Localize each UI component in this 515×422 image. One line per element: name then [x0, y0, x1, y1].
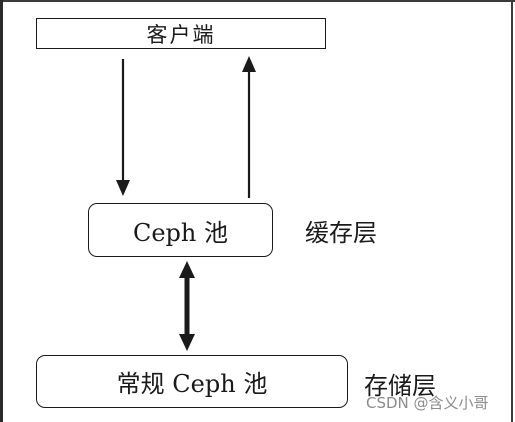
cache-tier-label: 缓存层: [305, 219, 377, 247]
frame-top-edge: [0, 0, 515, 2]
base-pool-label: 常规 Ceph 池: [116, 370, 268, 398]
client-label: 客户端: [146, 22, 216, 47]
arrow-client-to-cache: [116, 59, 130, 196]
base-pool-box: 常规 Ceph 池: [36, 355, 348, 408]
frame-left-edge: [0, 0, 3, 422]
cache-pool-label: Ceph 池: [132, 218, 228, 247]
cache-pool-box: Ceph 池: [88, 203, 273, 257]
csdn-watermark: CSDN @含义小哥: [366, 394, 489, 412]
storage-tier-label: 存储层: [364, 372, 436, 400]
arrow-cache-to-client: [242, 56, 256, 198]
client-box: 客户端: [36, 18, 326, 49]
arrow-cache-storage-bidirectional: [179, 261, 195, 351]
frame-right-edge: [511, 0, 513, 422]
